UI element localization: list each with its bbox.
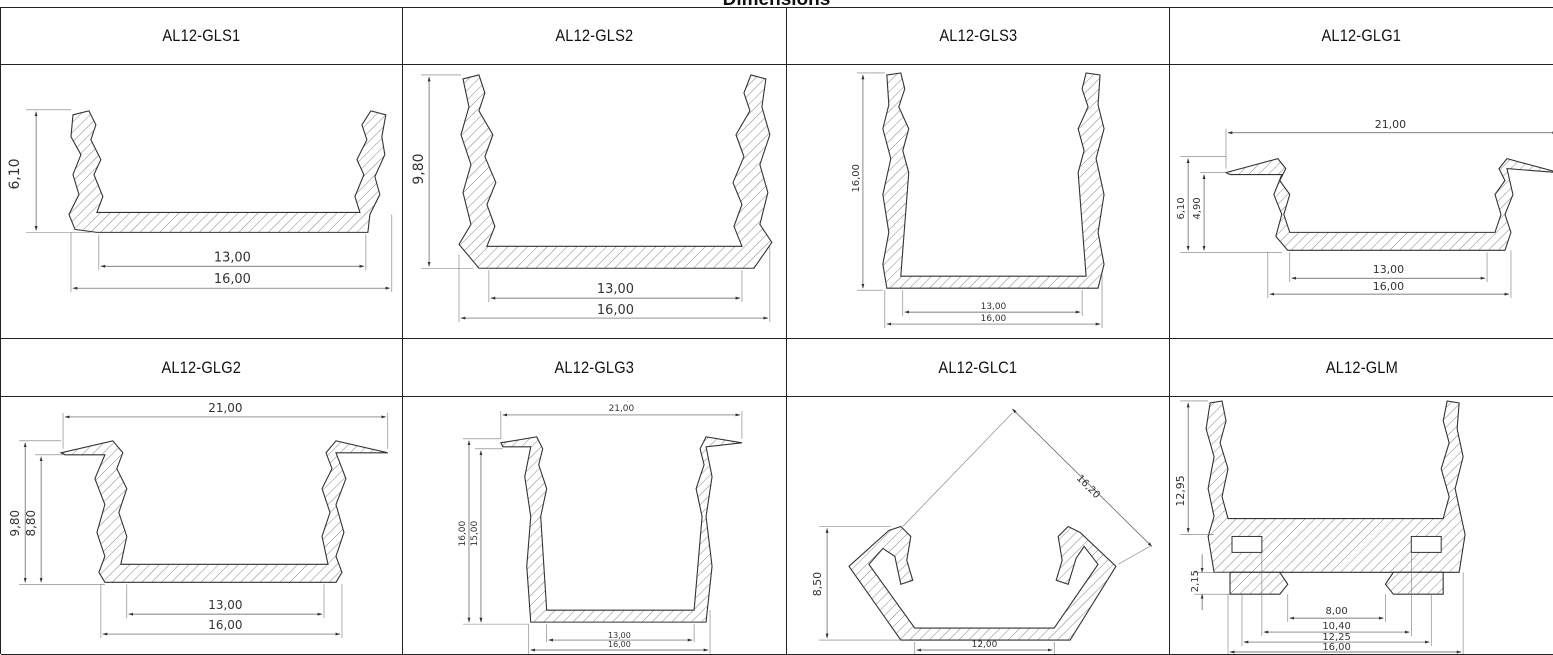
profile-drawing: 21,00 16,00 15,00 13,00 16,00 (458, 404, 743, 654)
dim-flange-width: 21,00 (208, 401, 242, 415)
drawing-al12-gls2: 9,80 13,00 16,00 (403, 65, 787, 339)
dim-outer-width: 16,00 (208, 618, 242, 632)
profile-name: AL12-GLC1 (938, 357, 1018, 377)
dim-flange-width: 21,00 (1375, 118, 1406, 131)
dim-inner-width: 12,25 (1322, 632, 1351, 643)
dim-height: 6,10 (1176, 197, 1187, 219)
dim-outer-width: 16,00 (1322, 642, 1351, 653)
dim-outer-width: 16,00 (1373, 280, 1404, 293)
dim-slot-width: 8,00 (1326, 606, 1348, 617)
dim-height: 16,00 (458, 520, 468, 546)
profile-drawing: 6,10 13,00 16,00 (7, 109, 393, 293)
header-al12-gls2: AL12-GLS2 (403, 8, 787, 65)
dim-inner-height: 15,00 (470, 520, 480, 546)
dim-outer-width: 16,00 (597, 303, 634, 318)
profile-drawing: 16,00 13,00 16,00 (851, 72, 1105, 329)
dim-outer-width: 16,00 (214, 272, 251, 287)
dim-height: 9,80 (8, 510, 22, 537)
drawing-al12-gls3: 16,00 13,00 16,00 (787, 65, 1170, 339)
dim-outer-width: 16,00 (981, 314, 1007, 324)
drawing-al12-glg2: 21,00 9,80 8,80 13,00 16,00 (1, 397, 403, 655)
drawing-al12-gls1: 6,10 13,00 16,00 (1, 65, 403, 339)
profile-drawing: 12,95 2,15 8,00 10,40 12,25 16,00 (1174, 400, 1466, 654)
drawing-al12-glc1: 16,20 8,50 12,00 (787, 397, 1170, 655)
header-al12-gls3: AL12-GLS3 (787, 8, 1170, 65)
dim-opening-width: 10,40 (1322, 621, 1351, 632)
header-al12-glg2: AL12-GLG2 (1, 339, 403, 397)
profile-name: AL12-GLM (1325, 357, 1398, 377)
dim-flange-width: 21,00 (609, 404, 635, 414)
dim-height: 16,00 (851, 164, 862, 193)
header-al12-glc1: AL12-GLC1 (787, 339, 1170, 397)
dim-inner-width: 13,00 (214, 250, 251, 265)
dim-height: 6,10 (7, 158, 23, 189)
dim-diagonal: 16,20 (1074, 473, 1102, 501)
profile-drawing: 21,00 6,10 4,90 13,00 16,00 (1176, 118, 1553, 299)
profile-drawing: 21,00 9,80 8,80 13,00 16,00 (8, 401, 389, 639)
profile-name: AL12-GLS3 (939, 26, 1017, 45)
dimensions-table: AL12-GLS1 AL12-GLS2 AL12-GLS3 AL12-GLG1 … (0, 7, 1553, 655)
dim-inner-width: 13,00 (208, 598, 242, 612)
profile-name: AL12-GLS2 (555, 26, 634, 45)
profile-name: AL12-GLS1 (162, 26, 241, 45)
dim-inner-height: 8,80 (24, 510, 38, 537)
dim-gap: 2,15 (1190, 570, 1201, 592)
profile-name: AL12-GLG1 (1321, 26, 1402, 45)
drawing-al12-glm: 12,95 2,15 8,00 10,40 12,25 16,00 (1170, 397, 1553, 655)
profile-name: AL12-GLG2 (161, 357, 242, 377)
profile-drawing: 16,20 8,50 12,00 (811, 408, 1153, 654)
dim-inner-width: 13,00 (608, 631, 631, 640)
header-al12-glm: AL12-GLM (1170, 339, 1553, 397)
dim-height: 8,50 (811, 572, 824, 596)
dim-inner-width: 13,00 (597, 282, 634, 297)
dim-height: 9,80 (411, 154, 427, 185)
header-al12-gls1: AL12-GLS1 (1, 8, 403, 65)
page-title: Dimensions (0, 0, 1553, 9)
profile-drawing: 9,80 13,00 16,00 (411, 74, 773, 323)
dim-height: 12,95 (1174, 475, 1187, 506)
dim-base-width: 12,00 (972, 640, 998, 650)
dim-inner-height: 4,90 (1192, 197, 1203, 219)
drawing-al12-glg1: 21,00 6,10 4,90 13,00 16,00 (1170, 65, 1553, 339)
dim-outer-width: 16,00 (608, 640, 631, 649)
dim-inner-width: 13,00 (1373, 263, 1404, 276)
profile-name: AL12-GLG3 (554, 357, 635, 377)
header-al12-glg1: AL12-GLG1 (1170, 8, 1553, 65)
dim-inner-width: 13,00 (981, 302, 1007, 312)
drawing-al12-glg3: 21,00 16,00 15,00 13,00 16,00 (403, 397, 787, 655)
header-al12-glg3: AL12-GLG3 (403, 339, 787, 397)
